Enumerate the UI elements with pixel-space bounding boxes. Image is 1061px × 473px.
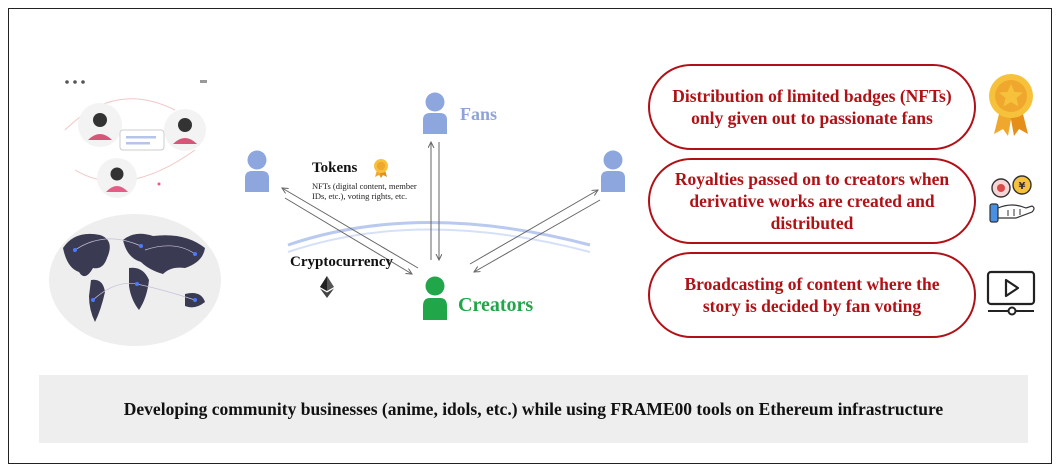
badge-icon — [989, 74, 1033, 136]
feature-royalties: Royalties passed on to creators when der… — [648, 158, 976, 244]
token-badge-icon — [374, 159, 388, 178]
tokens-note-line-1: NFTs (digital content, member — [312, 181, 417, 191]
arrow-right-fan-to-creators — [474, 199, 601, 272]
world-map-illustration — [49, 214, 221, 346]
arrow-left-fan-to-creators — [284, 197, 412, 274]
fans-label: Fans — [460, 104, 498, 124]
creators-label: Creators — [458, 294, 534, 316]
feature-fan-voting-broadcast: Broadcasting of content where the story … — [648, 252, 976, 338]
summary-banner-text: Developing community businesses (anime, … — [123, 398, 944, 419]
tokens-note-line-2: IDs, etc.), voting rights, etc. — [312, 191, 408, 201]
ethereum-icon — [320, 276, 334, 298]
arrow-creators-to-right-fan — [469, 190, 598, 265]
tokens-note: NFTs (digital content, member IDs, etc.)… — [312, 181, 417, 201]
tokens-label: Tokens — [312, 160, 358, 176]
coins-hand-icon: ¥ — [989, 175, 1035, 223]
summary-banner: Developing community businesses (anime, … — [39, 375, 1028, 443]
community-chat-illustration — [64, 80, 207, 198]
video-player-icon — [986, 270, 1036, 316]
fan-person-icon-left — [245, 150, 269, 192]
community-arc — [287, 221, 591, 247]
svg-text:¥: ¥ — [1019, 181, 1026, 192]
creator-person-icon — [423, 276, 447, 320]
fan-person-icon-right — [601, 150, 625, 192]
feature-limited-badges: Distribution of limited badges (NFTs) on… — [648, 64, 976, 150]
arrow-creators-to-left-fan — [282, 188, 419, 269]
fan-person-icon-top — [423, 92, 447, 134]
cryptocurrency-label: Cryptocurrency — [290, 254, 394, 270]
